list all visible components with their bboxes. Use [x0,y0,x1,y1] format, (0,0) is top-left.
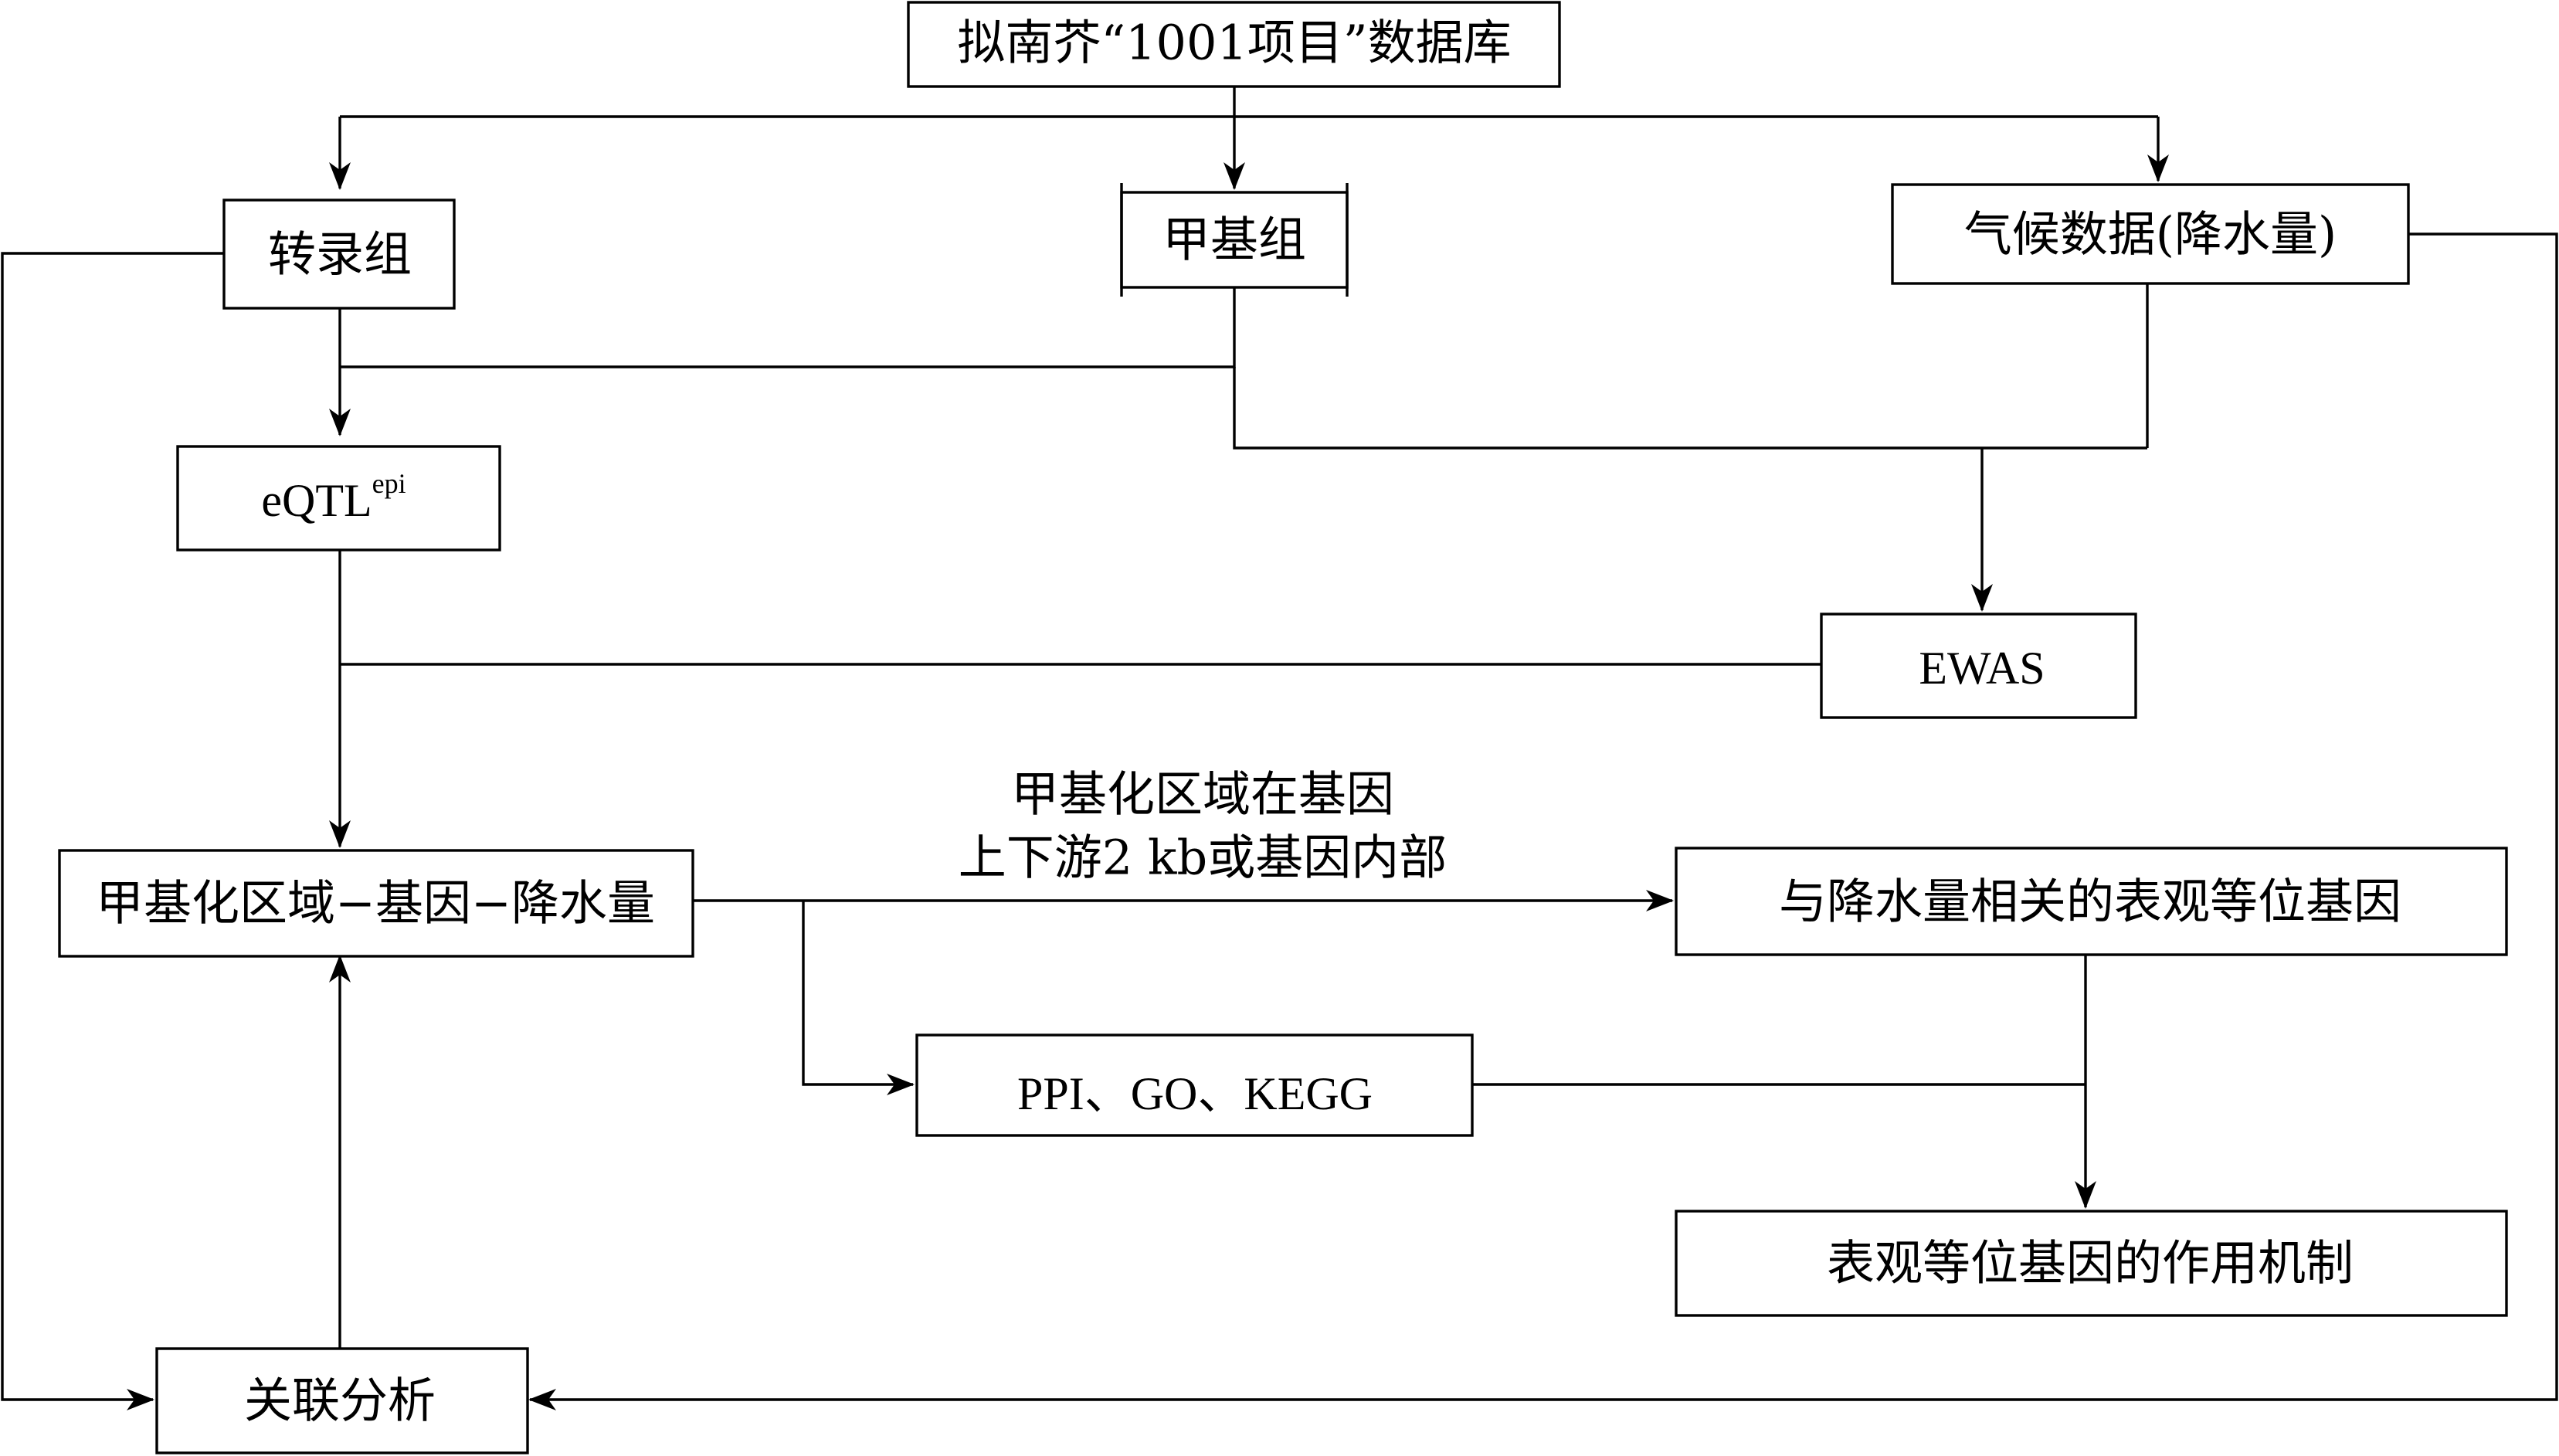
edge-label-line1: 甲基化区域在基因 [1011,766,1394,823]
edge-climate-loop [528,232,2558,1410]
node-ewas: EWAS [1820,613,2137,719]
node-methylome: 甲基组 [1120,183,1349,297]
node-epiallele: 与降水量相关的表观等位基因 [1675,847,2508,956]
edge-label-region-location: 甲基化区域在基因 上下游2 kb或基因内部 [959,766,1447,886]
edge-label-line2: 上下游2 kb或基因内部 [959,830,1447,886]
node-eqtl: eQTLepi [176,445,501,552]
edge-transcriptome-loop [1,252,224,1410]
node-region-gene-precip: 甲基化区域−基因−降水量 [58,849,694,958]
node-transcriptome-label: 转录组 [268,226,412,283]
node-enrichment-label: PPI、GO、KEGG [1017,1068,1373,1119]
eqtl-superscript: epi [372,468,406,499]
eqtl-main-text: eQTL [261,475,372,526]
node-climate-label: 气候数据(降水量) [1964,206,2337,263]
node-methylome-label: 甲基组 [1162,212,1306,268]
node-ewas-label: EWAS [1919,643,2045,694]
edge-methylome-to-ewas-bar [1233,367,2147,450]
node-mechanism: 表观等位基因的作用机制 [1675,1210,2508,1317]
edge-region-to-enrichment [802,901,915,1095]
node-database: 拟南芥“1001项目”数据库 [907,1,1561,88]
node-epiallele-label: 与降水量相关的表观等位基因 [1779,874,2401,930]
node-climate: 气候数据(降水量) [1891,183,2410,285]
edge-methylome-merge [340,287,1236,368]
node-database-label: 拟南芥“1001项目”数据库 [957,15,1511,71]
node-eqtl-label: eQTLepi [261,468,406,526]
node-region-gene-precip-label: 甲基化区域−基因−降水量 [96,875,655,932]
node-transcriptome: 转录组 [222,199,456,310]
node-association-label: 关联分析 [244,1373,436,1429]
node-mechanism-label: 表观等位基因的作用机制 [1827,1235,2354,1291]
node-enrichment: PPI、GO、KEGG [915,1033,1474,1137]
edges [1,87,2558,1410]
node-association: 关联分析 [155,1347,529,1454]
